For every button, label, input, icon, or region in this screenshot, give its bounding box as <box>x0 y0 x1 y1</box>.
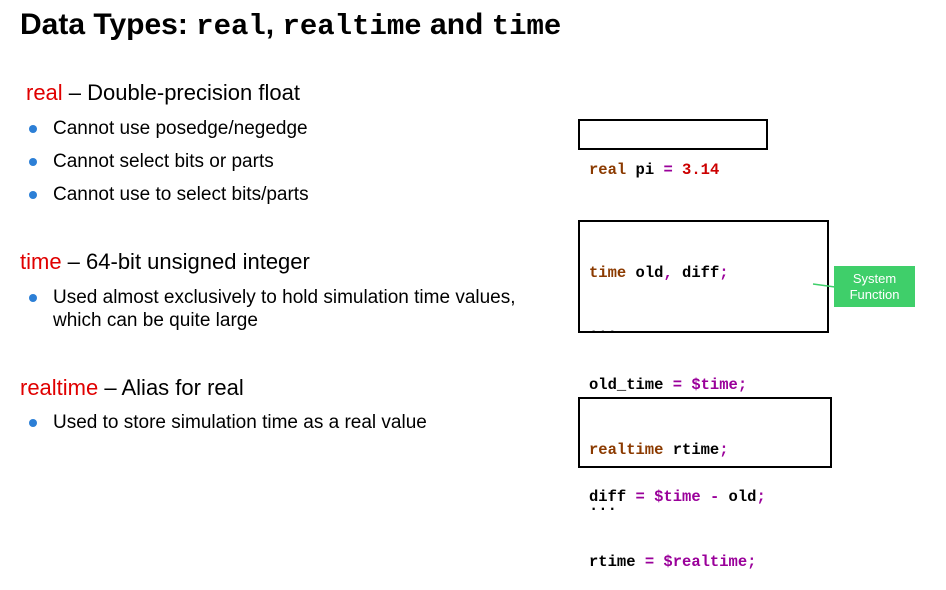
code-box-time: time old, diff; ... old_time = $time; ..… <box>578 220 829 506</box>
slide-title: Data Types: real, realtime and time <box>20 8 561 43</box>
bullet-text: Cannot select bits or parts <box>53 151 274 172</box>
section-heading-realtime: realtime – Alias for real <box>20 375 244 401</box>
code-keyword: realtime <box>589 441 664 459</box>
list-item: Cannot select bits or parts <box>20 150 540 173</box>
code-operator: = <box>635 488 645 506</box>
code-line: ... <box>589 496 830 516</box>
code-line: realtime rtime; <box>589 440 830 460</box>
code-punct: ; <box>737 376 748 394</box>
code-punct: , <box>663 264 673 282</box>
code-identifier: diff <box>672 264 720 282</box>
title-separator-and: and <box>421 8 492 41</box>
bullet-dot <box>29 419 37 427</box>
code-operator: = <box>672 376 683 394</box>
code-box-real: real pi = 3.14 <box>578 119 768 179</box>
code-system-function: $realtime <box>654 553 748 571</box>
callout-line: Function <box>849 286 900 302</box>
title-keyword-realtime: realtime <box>282 10 422 43</box>
code-system-function: $time <box>682 376 738 394</box>
bullet-dot <box>29 158 37 166</box>
bullet-dot <box>29 125 37 133</box>
code-keyword: time <box>589 264 627 282</box>
code-line: time old, diff; <box>589 263 827 283</box>
code-ellipsis: ... <box>589 320 617 338</box>
code-box-realtime: realtime rtime; ... rtime = $realtime; <box>578 397 832 571</box>
code-identifier: old <box>626 264 664 282</box>
code-line: ... <box>589 319 827 339</box>
section-keyword-time: time <box>20 249 62 274</box>
section-desc-real: – Double-precision float <box>62 80 300 105</box>
code-identifier: old <box>719 488 757 506</box>
code-ellipsis: ... <box>589 497 617 515</box>
bullet-list-realtime: Used to store simulation time as a real … <box>20 411 540 434</box>
bullet-text: Cannot use to select bits/parts <box>53 184 309 205</box>
section-keyword-real: real <box>26 80 63 105</box>
title-keyword-time: time <box>491 10 562 43</box>
code-keyword: real <box>589 161 627 179</box>
bullet-text: Used almost exclusively to hold simulati… <box>53 287 516 331</box>
title-prefix: Data Types: <box>20 8 197 41</box>
code-punct: ; <box>719 264 729 282</box>
code-operator: = <box>644 553 655 571</box>
bullet-dot <box>29 191 37 199</box>
callout-connector <box>812 283 836 288</box>
list-item: Used almost exclusively to hold simulati… <box>20 286 520 332</box>
code-punct: ; <box>747 553 757 571</box>
bullet-dot <box>29 294 37 302</box>
list-item: Cannot use posedge/negedge <box>20 117 540 140</box>
code-punct: ; <box>756 488 766 506</box>
callout-line: System <box>852 270 897 286</box>
code-operator: = <box>663 161 673 179</box>
bullet-list-real: Cannot use posedge/negedge Cannot select… <box>20 117 540 206</box>
bullet-text: Cannot use posedge/negedge <box>53 118 308 139</box>
code-identifier: diff <box>589 488 636 506</box>
bullet-text: Used to store simulation time as a real … <box>53 412 427 433</box>
code-punct: ; <box>719 441 729 459</box>
section-heading-time: time – 64-bit unsigned integer <box>20 249 310 275</box>
code-line: diff = $time - old; <box>589 487 827 507</box>
code-line: old_time = $time; <box>589 375 827 395</box>
title-keyword-real: real <box>196 10 266 43</box>
list-item: Cannot use to select bits/parts <box>20 183 540 206</box>
system-function-callout: System Function <box>834 266 915 307</box>
code-system-function: $time <box>644 488 701 506</box>
list-item: Used to store simulation time as a real … <box>20 411 540 434</box>
section-desc-time: – 64-bit unsigned integer <box>61 249 310 274</box>
title-separator: , <box>265 8 283 41</box>
code-literal: 3.14 <box>672 161 720 179</box>
code-line: real pi = 3.14 <box>589 160 766 180</box>
code-identifier: rtime <box>589 553 645 571</box>
code-identifier: pi <box>626 161 664 179</box>
code-operator: - <box>700 488 720 506</box>
section-heading-real: real – Double-precision float <box>26 80 300 106</box>
section-keyword-realtime: realtime <box>20 375 99 400</box>
code-line: rtime = $realtime; <box>589 552 830 572</box>
code-identifier: old_time <box>589 376 673 394</box>
bullet-list-time: Used almost exclusively to hold simulati… <box>20 286 520 332</box>
section-desc-realtime: – Alias for real <box>98 375 244 400</box>
code-identifier: rtime <box>663 441 720 459</box>
